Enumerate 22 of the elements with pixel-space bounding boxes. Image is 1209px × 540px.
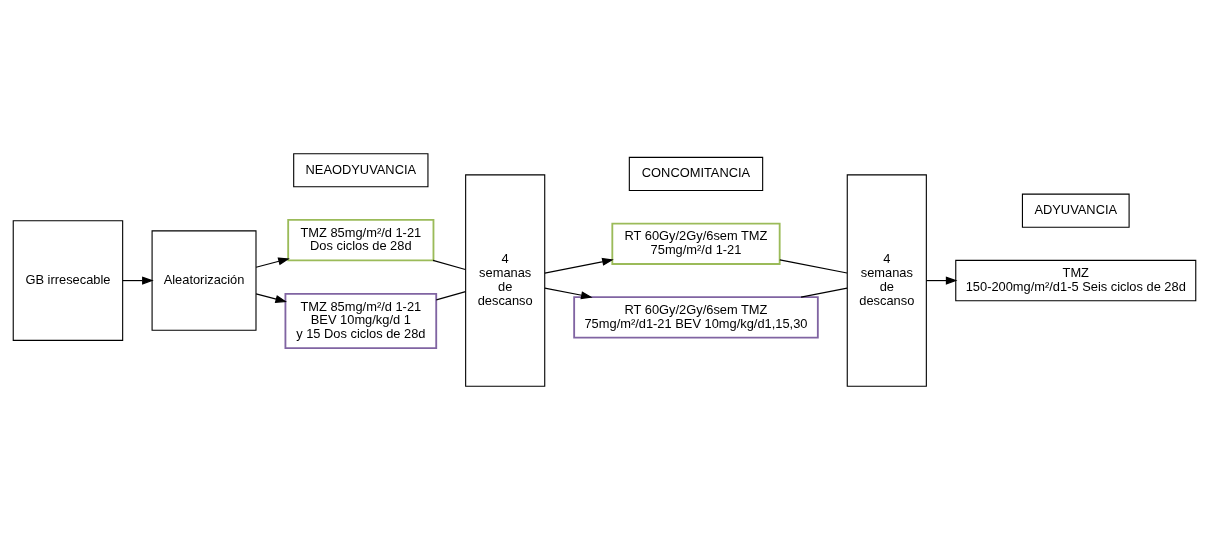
node-box: TMZ 85mg/m²/d 1-21 BEV 10mg/kg/d 1 y 15 Dos ciclos de 28d — [284, 293, 438, 350]
node-box: GB irresecable — [12, 220, 124, 341]
arrow — [255, 257, 290, 268]
arrow — [544, 287, 593, 300]
node-box: TMZ 150-200mg/m²/d1-5 Seis ciclos de 28d — [955, 259, 1197, 302]
arrow — [122, 276, 154, 285]
node-box: RT 60Gy/2Gy/6sem TMZ 75mg/m²/d1-21 BEV 10mg/kg/d1,15,30 — [573, 296, 819, 339]
connector — [435, 290, 467, 301]
connector — [432, 259, 466, 271]
arrow — [925, 276, 958, 285]
node-box: ADYUVANCIA — [1021, 193, 1130, 228]
arrow — [544, 257, 614, 274]
node-box: RT 60Gy/2Gy/6sem TMZ 75mg/m²/d 1-21 — [611, 222, 781, 265]
node-box: NEAODYUVANCIA — [293, 153, 429, 188]
node-box: TMZ 85mg/m²/d 1-21 Dos ciclos de 28d — [287, 218, 435, 262]
node-box: 4 semanas de descanso — [846, 174, 927, 387]
node-box: Aleatorización — [151, 230, 257, 331]
arrow — [255, 293, 287, 303]
connector — [800, 287, 848, 298]
connector — [779, 259, 848, 274]
node-box: CONCOMITANCIA — [628, 156, 764, 191]
node-box: 4 semanas de descanso — [465, 174, 546, 387]
